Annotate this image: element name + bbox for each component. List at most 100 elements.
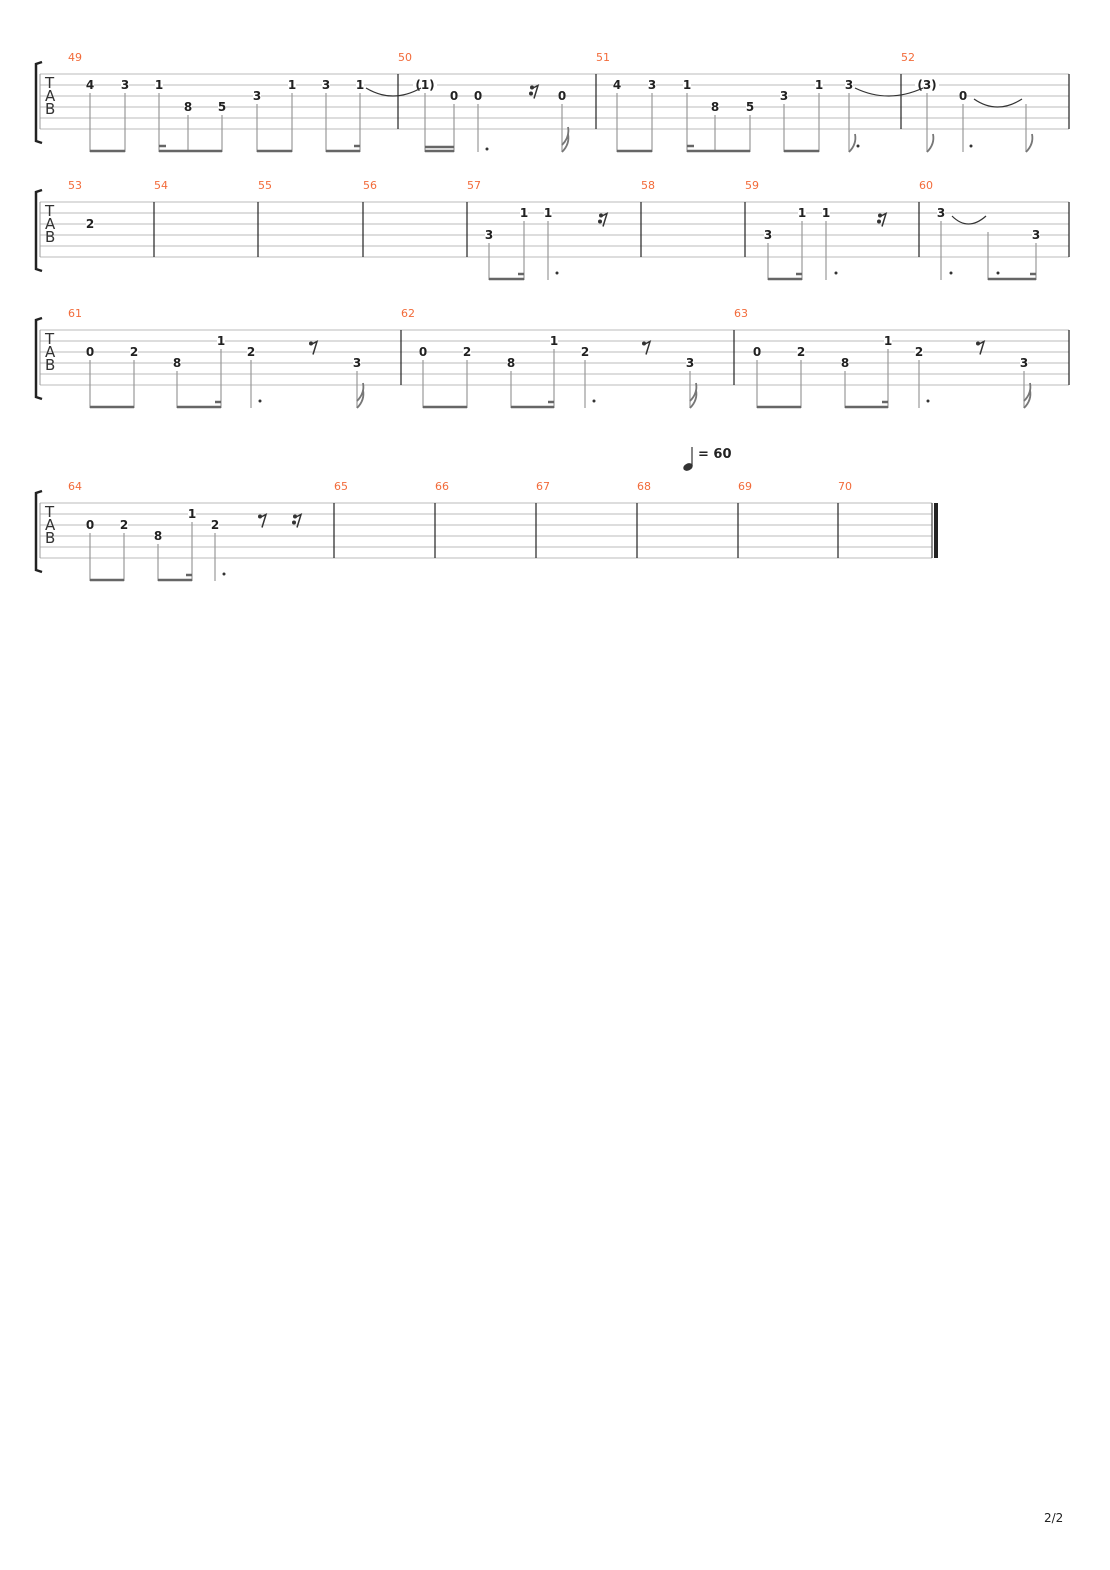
dot — [926, 399, 930, 403]
fret-number: 8 — [841, 356, 849, 370]
fret-number: 3 — [780, 89, 788, 103]
fret-bg — [253, 90, 261, 102]
fret-bg — [686, 357, 694, 369]
measure-number: 51 — [596, 51, 610, 64]
eighth-rest-icon — [977, 340, 986, 355]
dot — [969, 144, 973, 148]
system-bracket — [34, 316, 43, 401]
note-flag — [926, 133, 935, 153]
fret-number: 2 — [86, 217, 94, 231]
quarter-note-icon — [683, 463, 693, 471]
fret-number: 2 — [247, 345, 255, 359]
fret-bg — [173, 357, 181, 369]
rest-dot — [877, 219, 881, 224]
fret-number: 1 — [815, 78, 823, 92]
fret-bg — [463, 346, 471, 358]
fret-bg — [558, 90, 566, 102]
measure-number: 58 — [641, 179, 655, 192]
dot — [592, 399, 596, 403]
fret-number: 4 — [613, 78, 621, 92]
measure-number: 65 — [334, 480, 348, 493]
dot — [834, 271, 838, 275]
fret-number: 2 — [211, 518, 219, 532]
fret-number: 1 — [520, 206, 528, 220]
note-flag — [1023, 382, 1032, 402]
tie — [365, 87, 422, 97]
fret-bg — [841, 357, 849, 369]
system-bracket — [34, 489, 43, 574]
fret-number: 8 — [711, 100, 719, 114]
tab-clef-letter: T — [44, 503, 55, 521]
fret-bg — [550, 335, 558, 347]
tab-clef-letter: T — [44, 330, 55, 348]
tab-clef-letter: B — [45, 228, 55, 246]
fret-bg — [419, 346, 427, 358]
measure-number: 62 — [401, 307, 415, 320]
fret-bg — [86, 519, 94, 531]
fret-number: 3 — [485, 228, 493, 242]
tab-clef-letter: B — [45, 356, 55, 374]
final-barline-thick — [934, 503, 938, 558]
fret-number: 1 — [356, 78, 364, 92]
fret-bg — [780, 90, 788, 102]
dot — [949, 271, 953, 275]
fret-bg — [884, 335, 892, 347]
fret-number: 3 — [322, 78, 330, 92]
fret-bg — [683, 79, 691, 91]
measure-number: 69 — [738, 480, 752, 493]
sixteenth-rest-icon — [294, 513, 303, 528]
dot — [258, 399, 262, 403]
fret-bg — [86, 79, 94, 91]
dot — [485, 147, 489, 151]
fret-bg — [746, 101, 754, 113]
fret-bg — [959, 90, 967, 102]
fret-bg — [217, 335, 225, 347]
fret-bg — [815, 79, 823, 91]
fret-number: 3 — [253, 89, 261, 103]
fret-number: 2 — [120, 518, 128, 532]
note-flag — [356, 382, 365, 402]
measure-number: 70 — [838, 480, 852, 493]
fret-number: 2 — [463, 345, 471, 359]
fret-bg — [544, 207, 552, 219]
fret-bg — [130, 346, 138, 358]
note-flag — [689, 382, 698, 402]
sixteenth-rest-icon — [879, 212, 888, 227]
measure-number: 57 — [467, 179, 481, 192]
fret-bg — [822, 207, 830, 219]
fret-bg — [356, 79, 364, 91]
fret-bg — [798, 207, 806, 219]
fret-bg — [613, 79, 621, 91]
fret-number: 1 — [217, 334, 225, 348]
fret-number: 5 — [218, 100, 226, 114]
measure-number: 52 — [901, 51, 915, 64]
fret-bg — [797, 346, 805, 358]
fret-bg — [520, 207, 528, 219]
rest-dot — [529, 91, 533, 96]
fret-bg — [120, 519, 128, 531]
fret-bg — [86, 218, 94, 230]
measure-number: 55 — [258, 179, 272, 192]
dot — [996, 271, 1000, 275]
note-flag — [561, 126, 570, 146]
measure-number: 56 — [363, 179, 377, 192]
fret-number: 1 — [884, 334, 892, 348]
fret-number: 4 — [86, 78, 94, 92]
fret-number: 0 — [474, 89, 482, 103]
fret-number: 0 — [419, 345, 427, 359]
measure-number: 59 — [745, 179, 759, 192]
tab-clef-letter: B — [45, 529, 55, 547]
fret-bg — [188, 508, 196, 520]
sixteenth-rest-icon — [531, 84, 540, 99]
fret-number: 8 — [173, 356, 181, 370]
measure-number: 54 — [154, 179, 168, 192]
fret-number: 0 — [450, 89, 458, 103]
fret-number: 2 — [581, 345, 589, 359]
tab-clef-letter: B — [45, 100, 55, 118]
fret-bg — [353, 357, 361, 369]
page-number: 2/2 — [1044, 1511, 1063, 1525]
